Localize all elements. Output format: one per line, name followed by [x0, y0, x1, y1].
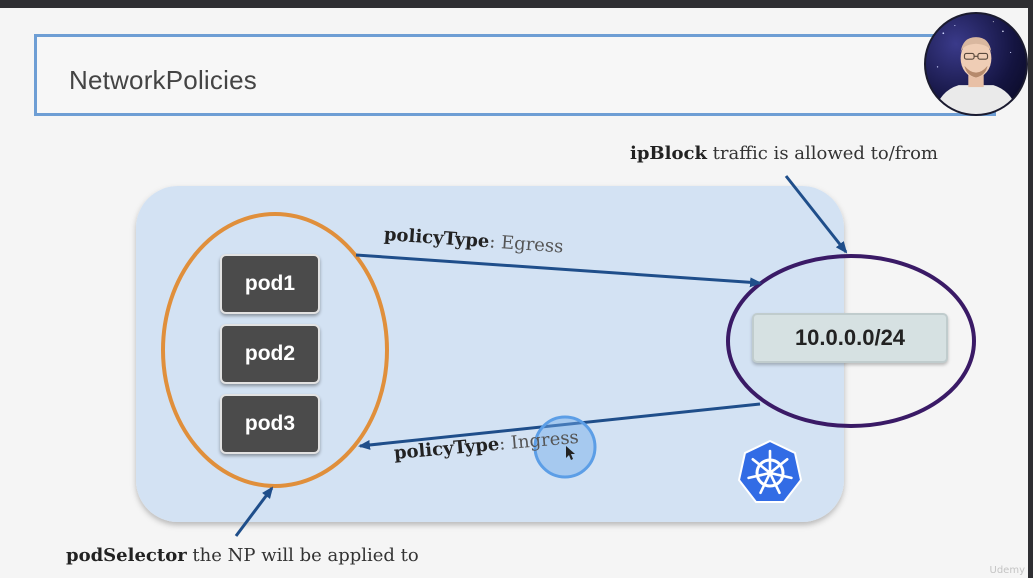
cursor-highlight: [533, 415, 597, 479]
ipblock-callout-arrow: [784, 175, 848, 254]
pod-box-3: pod3: [220, 394, 320, 454]
top-bar: [0, 0, 1033, 8]
podselector-callout-arrow: [234, 486, 274, 537]
presenter-webcam: [924, 12, 1028, 116]
ipblock-cidr-box: 10.0.0.0/24: [752, 313, 948, 363]
ipblock-callout-text: traffic is allowed to/from: [706, 143, 938, 164]
ipblock-callout-key: ipBlock: [630, 143, 707, 164]
title-box: NetworkPolicies: [34, 34, 996, 116]
ipblock-callout-label: ipBlock traffic is allowed to/from: [630, 143, 938, 164]
presenter-avatar-icon: [933, 21, 1019, 114]
right-edge-bar: [1028, 0, 1033, 578]
egress-arrow: [355, 253, 762, 288]
pod-box-2: pod2: [220, 324, 320, 384]
udemy-watermark: Udemy: [989, 565, 1025, 576]
pod-label: pod3: [244, 412, 296, 435]
podselector-callout-text: the NP will be applied to: [186, 545, 419, 566]
pod-label: pod2: [244, 342, 296, 365]
ipblock-cidr: 10.0.0.0/24: [794, 325, 906, 350]
pod-box-1: pod1: [220, 254, 320, 314]
ingress-arrow: [358, 402, 761, 450]
slide-title: NetworkPolicies: [69, 65, 257, 95]
podselector-callout-label: podSelector the NP will be applied to: [66, 545, 419, 566]
kubernetes-helm-icon: [737, 439, 803, 503]
mouse-cursor-icon: [566, 446, 575, 460]
pod-label: pod1: [244, 272, 296, 295]
ipblock-ring: [726, 254, 976, 428]
pod-selector-ring: [161, 212, 389, 488]
podselector-callout-key: podSelector: [66, 545, 187, 566]
